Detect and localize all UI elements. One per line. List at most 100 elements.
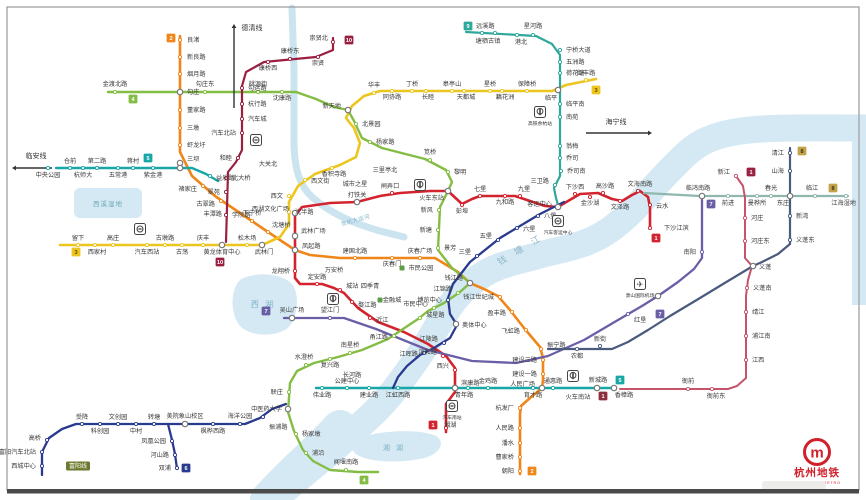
- station-label: 振浦路: [269, 423, 288, 431]
- station-label: 奥体中心: [462, 321, 487, 329]
- station-dot: [39, 463, 45, 469]
- station-dot: [538, 346, 544, 352]
- station-label: 庆春广场: [408, 247, 433, 255]
- line-badge-number: 5: [618, 378, 621, 384]
- interchange-circle: [218, 241, 226, 249]
- icon-caption: 汽车南站: [442, 414, 461, 421]
- station-dot: [150, 165, 156, 171]
- station-dot: [67, 165, 73, 171]
- station-label: 翁梅: [566, 142, 578, 150]
- station-label: 河山路: [150, 451, 169, 459]
- metro-line-l6: [40, 402, 288, 477]
- station-label: 古墩路: [156, 234, 175, 242]
- station-dot: [391, 333, 397, 339]
- station-label: 闻堰南路: [334, 458, 360, 466]
- interchange-circle: [654, 292, 662, 300]
- station-label: 褚家庄: [178, 185, 197, 193]
- station-dot: [550, 385, 556, 391]
- station-label: 山海: [772, 167, 784, 175]
- station-label: 闸弄口: [381, 182, 400, 190]
- station-label: 火车南站: [566, 393, 591, 401]
- line-badge: [797, 146, 807, 156]
- station-label: 钱江世纪城: [463, 293, 494, 301]
- station-dot: [742, 238, 748, 244]
- metro-line-l4: [106, 90, 472, 474]
- station-dot: [409, 88, 415, 94]
- interchange-circle: [466, 279, 474, 287]
- station-label: 中村: [130, 427, 142, 435]
- station-label: 博览中心: [417, 296, 442, 304]
- station-label: 红丰路: [577, 69, 596, 77]
- line-badge-number: 8: [831, 186, 834, 192]
- station-dot: [517, 440, 523, 446]
- interchange-circle: [176, 164, 184, 172]
- interchange-circle: [353, 198, 361, 206]
- station-dot: [502, 193, 508, 199]
- station-dot: [162, 242, 168, 248]
- interchange-circle: [554, 86, 562, 94]
- line-badge: [359, 475, 369, 485]
- station-dot: [497, 294, 503, 300]
- station-label: 金鸡路: [479, 377, 498, 385]
- line-badge-number: 2: [530, 469, 533, 475]
- station-label: 浦江南: [752, 332, 771, 340]
- line-badge-number: 9: [466, 24, 469, 30]
- station-dot: [509, 309, 515, 315]
- station-dot: [44, 437, 50, 443]
- station-label: 董家路: [187, 106, 206, 114]
- west-lake: [232, 274, 297, 335]
- station-dot: [327, 356, 333, 362]
- station-dot: [742, 215, 748, 221]
- station-label: 杭行路: [248, 100, 267, 108]
- line-badge: [71, 247, 81, 257]
- station-dot: [239, 85, 245, 91]
- station-dot: [92, 242, 98, 248]
- canal: [288, 4, 408, 241]
- station-label: 义蓬: [759, 263, 771, 271]
- station-label: 中央公园: [36, 171, 61, 179]
- station-label: 下宁桥: [243, 209, 262, 217]
- station-dot: [812, 193, 818, 199]
- line-badge: [655, 309, 665, 319]
- station-dot: [557, 155, 563, 161]
- line-badge: [615, 375, 625, 385]
- railway-station-icon: [567, 370, 579, 382]
- station-dot: [452, 367, 458, 373]
- station-dot: [347, 350, 353, 356]
- line-badge-number: 7: [709, 202, 712, 208]
- bus-station-icon: [552, 215, 564, 227]
- line-badge: [828, 183, 838, 193]
- station-label: 沈塘桥: [272, 221, 291, 229]
- station-dot: [754, 193, 760, 199]
- line-badge-number: 1: [431, 423, 434, 429]
- station-label: 汽车北站: [211, 129, 236, 137]
- station-label: 五堡: [480, 232, 492, 240]
- station-dot: [787, 150, 793, 156]
- station-dot: [435, 227, 441, 233]
- station-dot: [249, 218, 255, 224]
- station-label: 打铁关: [348, 191, 367, 199]
- station-label: 人民路: [495, 424, 514, 432]
- station-label: 新湾: [796, 212, 808, 220]
- station-dot: [172, 452, 178, 458]
- station-label: 富阳汽车北站: [0, 448, 36, 456]
- water-label: 湘 湖: [383, 443, 405, 452]
- station-dot: [443, 425, 449, 431]
- station-dot: [499, 88, 505, 94]
- interchange-circle: [284, 405, 292, 413]
- station-label: 文泽路: [611, 203, 630, 211]
- station-dot: [177, 125, 183, 131]
- station-dot: [133, 421, 139, 427]
- station-dot: [530, 32, 536, 38]
- station-label: 南阳: [684, 248, 696, 256]
- station-label: 望江门: [321, 306, 340, 314]
- station-dot: [265, 229, 271, 235]
- station-label: 人民广场: [510, 380, 535, 388]
- station-dot: [239, 116, 245, 122]
- station-dot: [352, 255, 358, 261]
- station-dot: [314, 281, 320, 287]
- station-dot: [479, 30, 485, 36]
- station-dot: [371, 90, 377, 96]
